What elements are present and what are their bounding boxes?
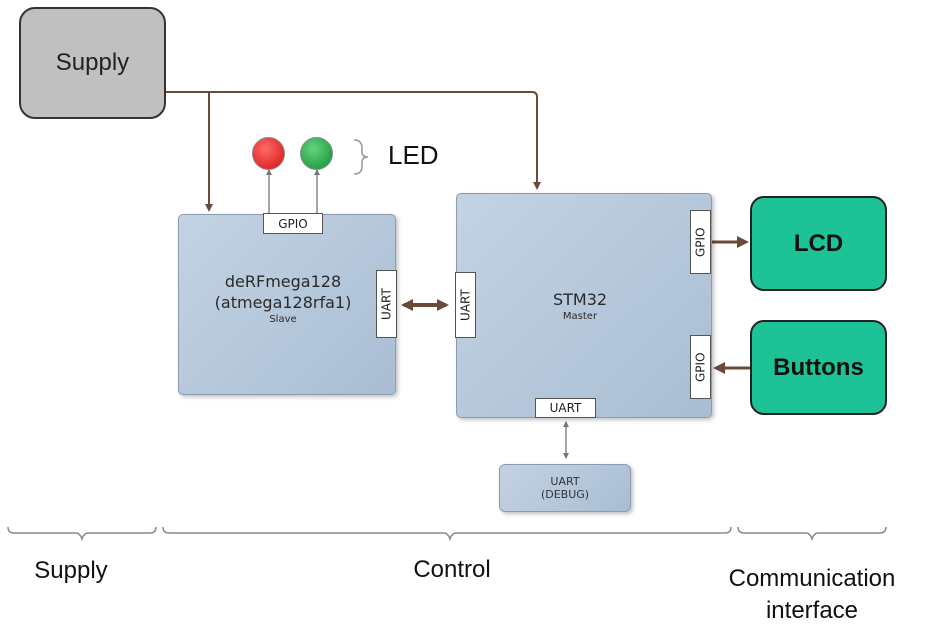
stm-role: Master <box>562 311 598 322</box>
supply-to-stm-line <box>209 91 541 190</box>
debug-line2: (DEBUG) <box>540 488 590 501</box>
stm-name: STM32 <box>552 290 608 309</box>
supply-to-derf-line <box>166 91 213 212</box>
derf-name: deRFmega128 <box>224 272 342 291</box>
green-led-icon <box>300 137 333 170</box>
stm-title: STM32 Master <box>510 290 650 322</box>
stm-gpio-bottom-port: GPIO <box>690 335 711 399</box>
communication-section-brace <box>737 526 887 542</box>
debug-line1: UART <box>550 475 580 488</box>
supply-section-label: Supply <box>34 557 108 584</box>
stm-uart-left-port: UART <box>455 272 476 338</box>
red-led-icon <box>252 137 285 170</box>
derf-gpio-port: GPIO <box>263 213 323 234</box>
stm-uart-bottom-port: UART <box>535 398 596 418</box>
derf-role: Slave <box>269 314 297 325</box>
buttons-label: Buttons <box>773 353 864 381</box>
control-section-label: Control <box>413 556 491 583</box>
derf-uart-port: UART <box>376 270 397 338</box>
supply-box-label: Supply <box>55 49 130 76</box>
led-brace <box>353 139 369 175</box>
uart-debug-box: UART (DEBUG) <box>499 464 631 512</box>
derf-chip: (atmega128rfa1) <box>214 293 352 312</box>
supply-box: Supply <box>19 7 166 119</box>
lcd-module: LCD <box>750 196 887 291</box>
buttons-module: Buttons <box>750 320 887 415</box>
supply-section-brace <box>7 526 157 542</box>
derf-board <box>178 214 396 395</box>
control-section-brace <box>162 526 732 542</box>
derf-title: deRFmega128 (atmega128rfa1) Slave <box>198 272 368 325</box>
led-label: LED <box>388 140 439 170</box>
communication-line1: Communication <box>728 565 896 592</box>
lcd-label: LCD <box>793 229 844 257</box>
stm-board <box>456 193 712 418</box>
stm-gpio-top-port: GPIO <box>690 210 711 274</box>
communication-section-label: Communication interface <box>700 563 924 627</box>
communication-line2: interface <box>765 597 859 624</box>
